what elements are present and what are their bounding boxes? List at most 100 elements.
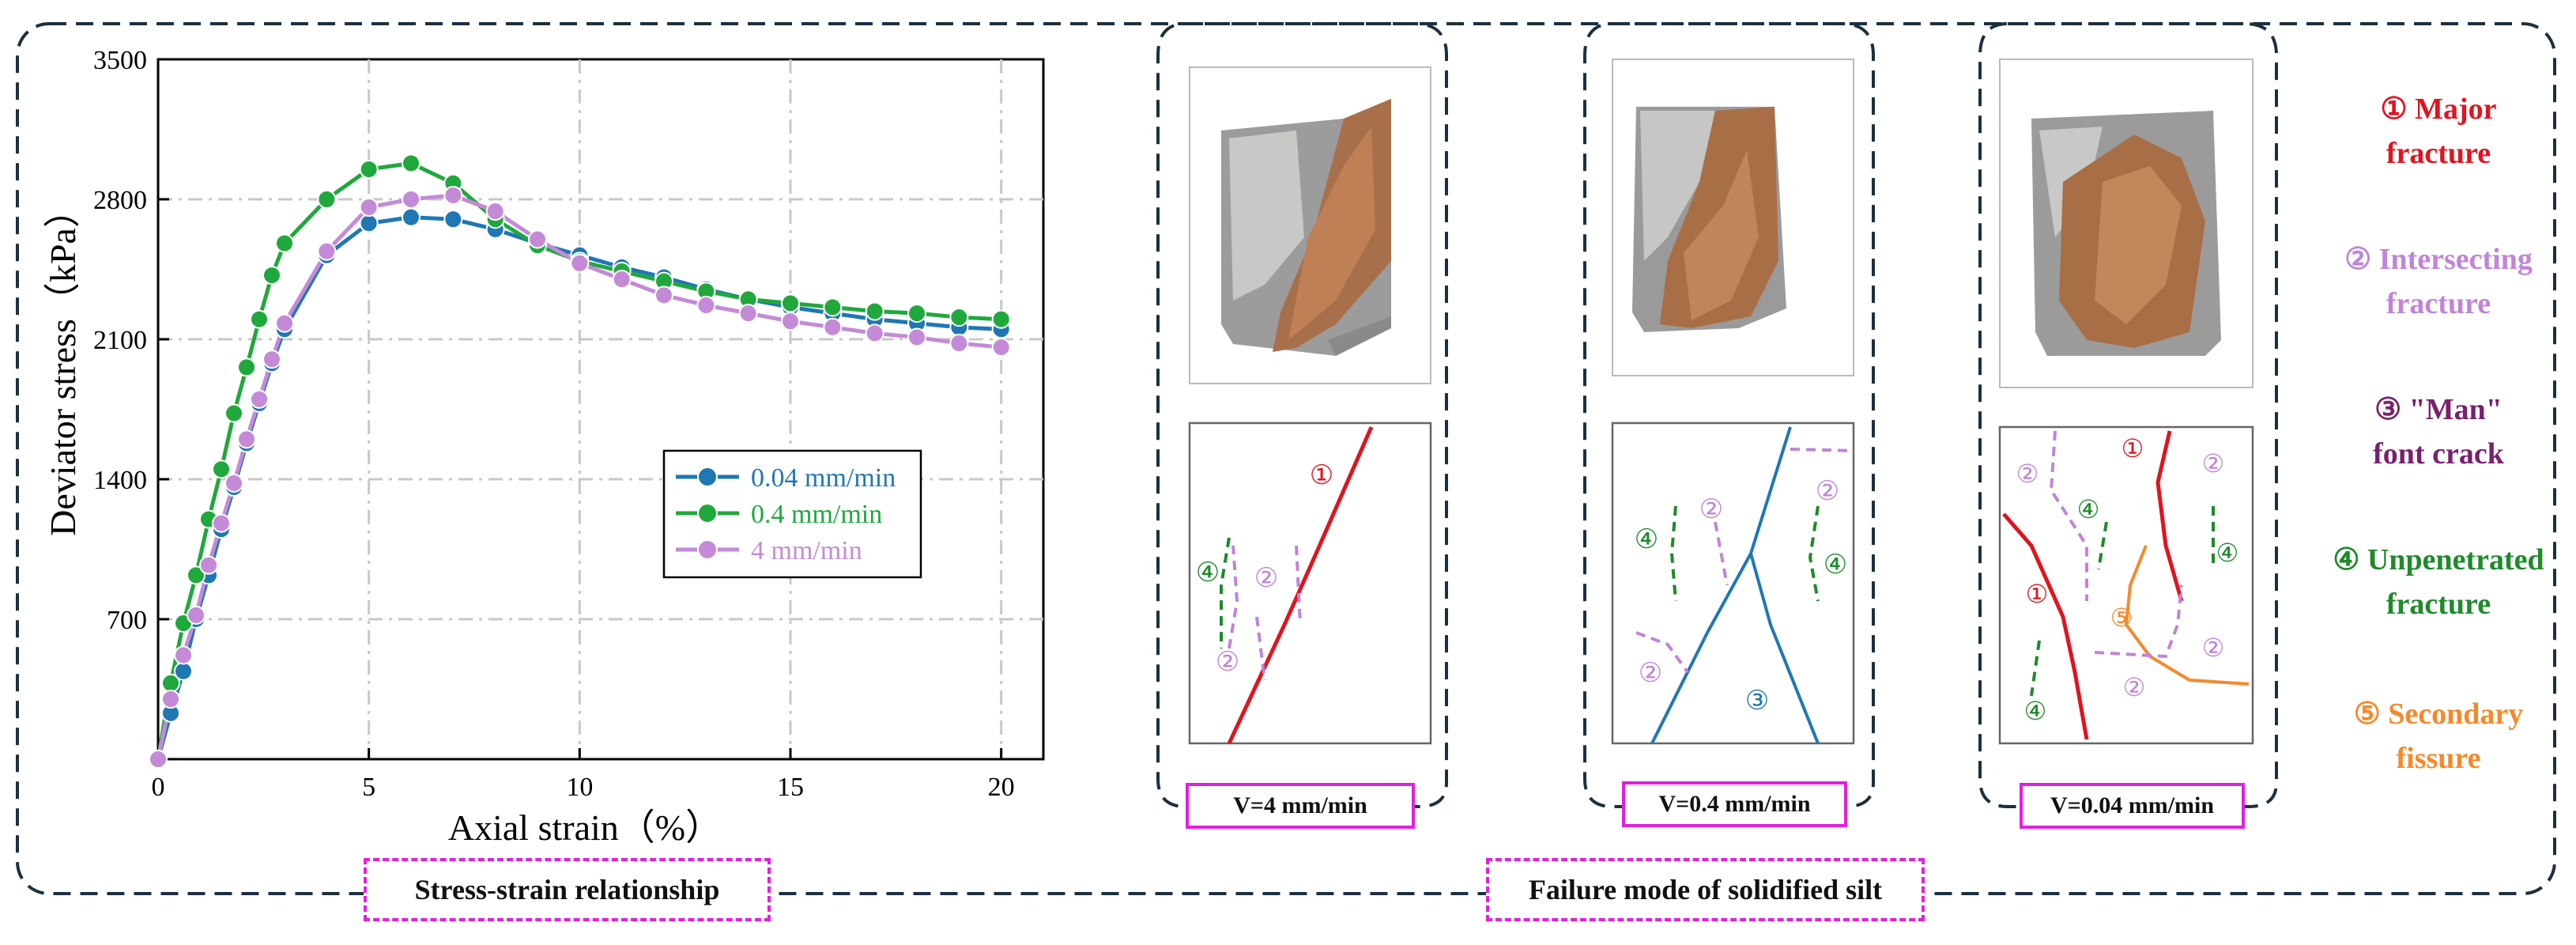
major-fracture-line (2002, 512, 2089, 740)
y-axis-label: Deviator stress（kPa） (43, 191, 83, 536)
failure-type-title: ① Major (2381, 93, 2497, 126)
x-axis-label: Axial strain（%） (448, 807, 722, 848)
x-tick-label: 15 (777, 773, 804, 802)
y-tick-label: 1400 (93, 466, 147, 495)
legend-marker (697, 467, 718, 487)
y-tick-label: 2800 (93, 186, 147, 215)
data-point (224, 474, 243, 493)
marker-intersecting: ② (1816, 475, 1839, 507)
failure-type-subtitle: fracture (2386, 137, 2491, 170)
panel-v004: ② ① ② ④ ④ ① ⑤ ② ② ④ (1978, 22, 2278, 808)
specimen-photo (1221, 99, 1391, 356)
x-tick-label: 20 (988, 773, 1015, 802)
data-point (359, 160, 379, 180)
sketch-frame (1188, 421, 1432, 745)
data-point (654, 285, 673, 305)
specimen-photo (1632, 107, 1786, 332)
data-point (402, 190, 421, 209)
panel-frame (1156, 22, 1448, 808)
data-point (443, 185, 463, 205)
data-point (161, 673, 180, 693)
failure-type-subtitle: fracture (2386, 287, 2491, 320)
data-point (262, 350, 281, 369)
legend-marker (697, 539, 718, 560)
panel-frame (1978, 22, 2278, 808)
x-tick-label: 5 (362, 773, 375, 802)
data-point (696, 296, 716, 316)
marker-intersecting: ② (1254, 562, 1278, 594)
data-point (237, 357, 256, 377)
data-point (738, 304, 758, 323)
failure-type-subtitle: font crack (2373, 437, 2505, 471)
data-point (402, 153, 421, 173)
data-point (359, 198, 379, 217)
panel-v04: ④ ② ② ④ ② ③ (1583, 22, 1875, 808)
marker-unpenetrated: ④ (2077, 494, 2100, 524)
failure-type-subtitle: fracture (2386, 588, 2491, 621)
data-point (781, 293, 800, 313)
marker-intersecting: ② (2123, 672, 2146, 702)
man-crack-line (1650, 426, 1792, 744)
failure-type-subtitle: fissure (2397, 742, 2481, 775)
data-point (907, 304, 926, 323)
marker-unpenetrated: ④ (2024, 696, 2047, 726)
marker-major: ① (2026, 579, 2049, 609)
marker-major: ① (2122, 433, 2144, 463)
data-point (823, 297, 843, 317)
data-point (212, 459, 231, 479)
legend-label: 0.04 mm/min (751, 463, 896, 493)
series-line (156, 215, 1001, 760)
data-point (250, 309, 269, 329)
failure-type-title: ④ Unpenetrated (2333, 543, 2544, 576)
data-point (224, 403, 243, 423)
data-point (443, 210, 463, 229)
specimen-photo (2031, 111, 2221, 356)
data-point (359, 214, 379, 233)
data-point (161, 690, 180, 709)
data-point (317, 241, 337, 261)
caption-stress-strain: Stress-strain relationship (364, 858, 771, 921)
data-point (865, 323, 884, 343)
legend-label: 4 mm/min (751, 536, 862, 565)
x-tick-label: 0 (152, 773, 165, 802)
chart-legend: 0.04 mm/min 0.4 mm/min 4 mm/min (662, 449, 922, 579)
legend-marker (697, 503, 718, 524)
series-line (156, 193, 1001, 760)
data-point (949, 308, 969, 327)
failure-type-title: ⑤ Secondary (2354, 697, 2524, 731)
data-point (149, 750, 168, 769)
marker-unpenetrated: ④ (1196, 557, 1220, 588)
grid-lines (158, 59, 1043, 759)
y-tick-label: 3500 (93, 46, 147, 75)
marker-intersecting: ② (1216, 646, 1239, 678)
data-point (781, 312, 800, 331)
marker-secondary: ⑤ (2110, 603, 2133, 633)
marker-intersecting: ② (1699, 493, 1723, 525)
x-tick-label: 10 (566, 773, 593, 802)
sketch-frame (1998, 425, 2254, 745)
data-point (187, 565, 206, 585)
marker-major: ① (1310, 459, 1333, 491)
y-tick-label: 2100 (93, 326, 147, 355)
caption-failure-mode: Failure mode of solidified silt (1486, 858, 1925, 921)
data-point (612, 270, 632, 289)
data-point (237, 429, 256, 449)
marker-intersecting: ② (2016, 459, 2039, 489)
speed-label: V=0.4 mm/min (1622, 781, 1847, 827)
marker-unpenetrated: ④ (2216, 538, 2239, 568)
speed-label: V=0.04 mm/min (2020, 783, 2245, 829)
legend-label: 0.4 mm/min (751, 500, 882, 529)
data-point (991, 309, 1011, 329)
marker-intersecting: ② (1639, 657, 1662, 689)
marker-intersecting: ② (2202, 448, 2225, 478)
data-point (570, 253, 590, 273)
data-point (199, 555, 218, 575)
data-point (317, 190, 337, 209)
data-point (485, 202, 505, 221)
data-point (528, 229, 547, 249)
data-point (250, 389, 269, 409)
data-point (275, 313, 294, 333)
